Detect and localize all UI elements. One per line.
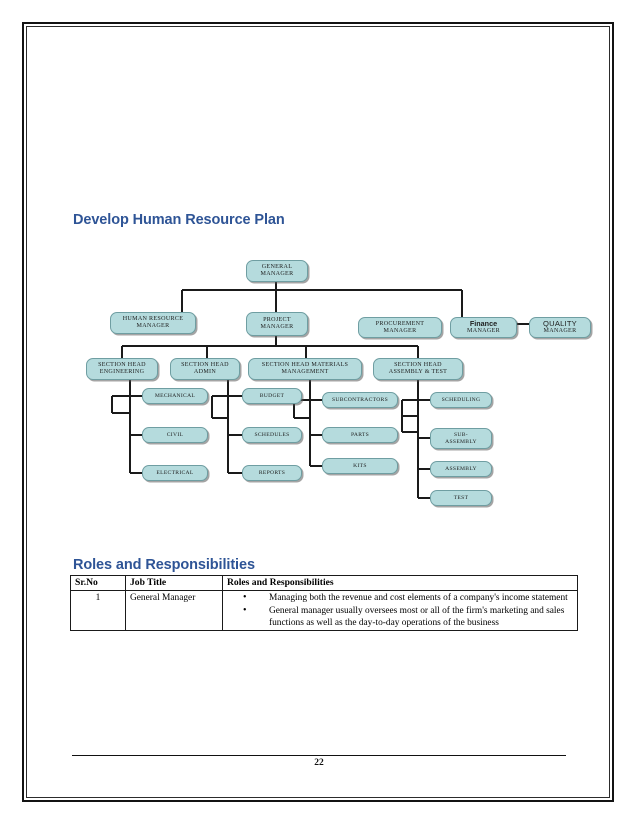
org-node-section-head-admin[interactable]: SECTION HEAD ADMIN: [170, 358, 240, 380]
org-node-section-head-engineering[interactable]: SECTION HEAD ENGINEERING: [86, 358, 158, 380]
node-line-2: MANAGER: [260, 271, 294, 277]
node-line-1: Finance: [469, 319, 498, 329]
org-node-section-head-assembly-test[interactable]: SECTION HEAD ASSEMBLY & TEST: [373, 358, 463, 380]
org-node-scheduling[interactable]: SCHEDULING: [430, 392, 492, 408]
bullet-icon: •: [243, 592, 247, 604]
table-header-row: Sr.No Job Title Roles and Responsibiliti…: [70, 574, 578, 592]
list-item: • General manager usually oversees most …: [227, 605, 573, 629]
node-line-1: GENERAL: [261, 264, 293, 271]
cell-responsibilities: • Managing both the revenue and cost ele…: [222, 590, 578, 632]
bullet-icon: •: [243, 604, 247, 616]
node-line-1: PROCUREMENT: [375, 320, 425, 327]
org-chart: GENERAL MANAGER HUMAN RESOURCE MANAGER P…: [70, 258, 591, 538]
node-line-2: MANAGER: [136, 323, 170, 329]
org-node-procurement-manager[interactable]: PROCUREMENT MANAGER: [358, 317, 442, 338]
org-node-general-manager[interactable]: GENERAL MANAGER: [246, 260, 308, 282]
org-node-civil[interactable]: CIVIL: [142, 427, 208, 443]
org-node-mechanical[interactable]: MECHANICAL: [142, 388, 208, 404]
node-line-1: REPORTS: [258, 469, 286, 476]
node-line-1: SECTION HEAD: [394, 362, 442, 369]
node-line-1: TEST: [453, 494, 469, 501]
node-line-1: ELECTRICAL: [156, 469, 194, 476]
node-line-1: QUALITY: [543, 318, 577, 328]
node-line-2: ADMIN: [193, 369, 217, 375]
org-node-electrical[interactable]: ELECTRICAL: [142, 465, 208, 481]
node-line-2: ENGINEERING: [99, 369, 145, 375]
org-node-schedules[interactable]: SCHEDULES: [242, 427, 302, 443]
cell-job-title: General Manager: [125, 590, 223, 632]
roles-responsibilities-table: Sr.No Job Title Roles and Responsibiliti…: [70, 574, 578, 632]
org-node-reports[interactable]: REPORTS: [242, 465, 302, 481]
footer-divider: [72, 755, 566, 756]
node-line-1: SCHEDULING: [441, 396, 481, 403]
org-node-budget[interactable]: BUDGET: [242, 388, 302, 404]
org-node-project-manager[interactable]: PROJECT MANAGER: [246, 312, 308, 336]
table-row: 1 General Manager • Managing both the re…: [70, 590, 578, 632]
section-title-roles-and-responsibilities: Roles and Responsibilities: [73, 557, 255, 573]
org-node-assembly[interactable]: ASSEMBLY: [430, 461, 492, 477]
column-header-job-title: Job Title: [125, 574, 223, 592]
node-line-1: KITS: [353, 462, 367, 469]
node-line-1: CIVIL: [166, 431, 184, 438]
node-line-2: MANAGER: [467, 328, 500, 335]
cell-sr-no: 1: [70, 590, 126, 632]
node-line-1: SUBCONTRACTORS: [331, 396, 388, 403]
node-line-1: SECTION HEAD: [181, 362, 229, 369]
org-node-sub-assembly[interactable]: SUB- ASSEMBLY: [430, 428, 492, 449]
node-line-2: ASSEMBLY: [445, 438, 477, 445]
node-line-1: HUMAN RESOURCE: [122, 316, 184, 323]
node-line-2: MANAGEMENT: [281, 369, 329, 375]
org-node-quality-manager[interactable]: QUALITY MANAGER: [529, 317, 591, 338]
org-node-subcontractors[interactable]: SUBCONTRACTORS: [322, 392, 398, 408]
node-line-1: BUDGET: [259, 392, 285, 399]
responsibility-text: General manager usually oversees most or…: [269, 605, 565, 628]
node-line-1: PARTS: [350, 431, 370, 438]
org-node-finance-manager[interactable]: Finance MANAGER: [450, 317, 517, 338]
page-border-outer: [22, 22, 614, 802]
org-node-human-resource-manager[interactable]: HUMAN RESOURCE MANAGER: [110, 312, 196, 334]
list-item: • Managing both the revenue and cost ele…: [227, 592, 573, 604]
node-line-1: SUB-: [454, 432, 468, 439]
column-header-sr-no: Sr.No: [70, 574, 126, 592]
org-node-section-head-materials-management[interactable]: SECTION HEAD MATERIALS MANAGEMENT: [248, 358, 362, 380]
node-line-1: SECTION HEAD MATERIALS: [261, 362, 349, 369]
org-node-test[interactable]: TEST: [430, 490, 492, 506]
responsibility-text: Managing both the revenue and cost eleme…: [269, 593, 568, 604]
org-node-kits[interactable]: KITS: [322, 458, 398, 474]
node-line-1: ASSEMBLY: [445, 465, 477, 472]
node-line-2: MANAGER: [383, 327, 417, 334]
column-header-roles: Roles and Responsibilities: [222, 574, 578, 592]
page-border-inner: [26, 26, 610, 798]
node-line-1: SECTION HEAD: [98, 362, 146, 369]
node-line-2: MANAGER: [543, 328, 577, 335]
node-line-1: SCHEDULES: [254, 431, 290, 438]
page-title-develop-hr-plan: Develop Human Resource Plan: [73, 212, 285, 228]
node-line-2: MANAGER: [260, 324, 294, 330]
node-line-1: PROJECT: [263, 317, 291, 324]
node-line-1: MECHANICAL: [154, 392, 196, 399]
page-number: 22: [314, 758, 324, 768]
node-line-2: ASSEMBLY & TEST: [388, 369, 448, 375]
org-node-parts[interactable]: PARTS: [322, 427, 398, 443]
responsibility-list: • Managing both the revenue and cost ele…: [227, 592, 573, 629]
